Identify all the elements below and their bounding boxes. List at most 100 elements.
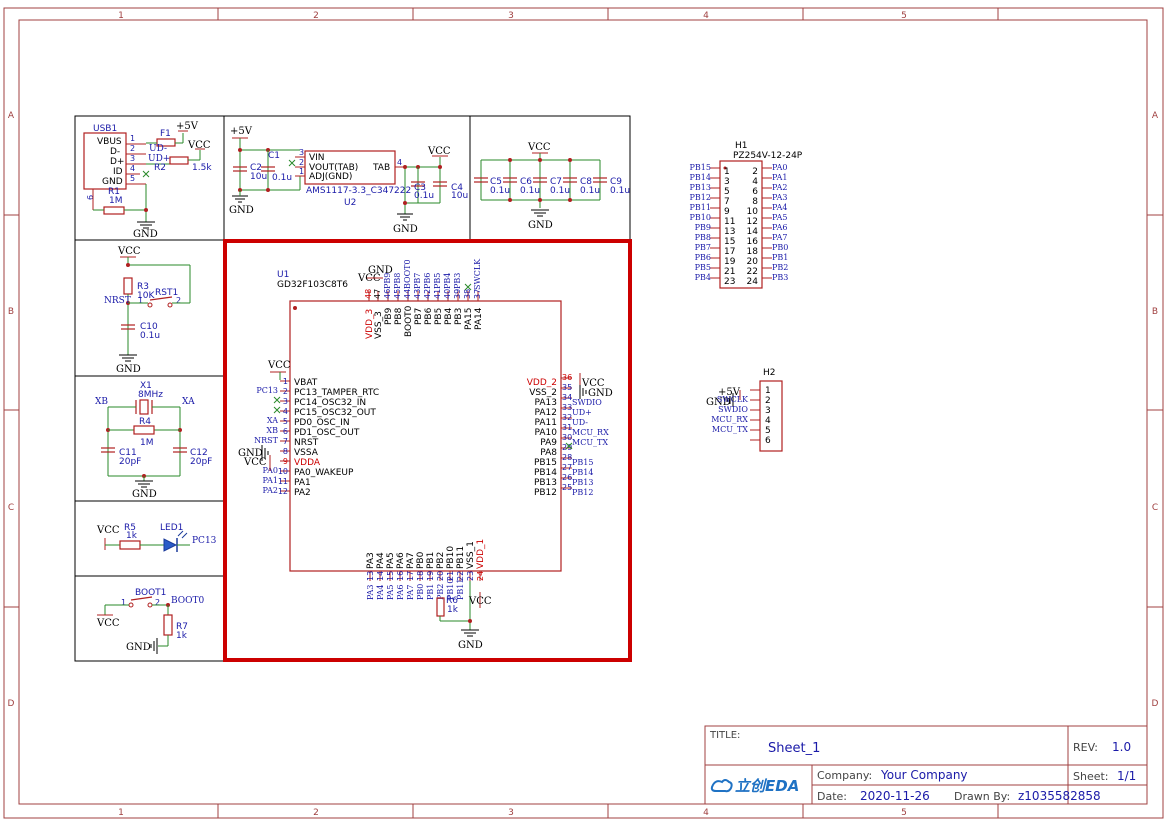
cap-value: 0.1u <box>520 186 540 196</box>
pin-net: PA3 <box>366 584 375 600</box>
r7-value: 1k <box>176 631 188 641</box>
cap-c8: C8 0.1u <box>563 160 600 200</box>
h1-left-net: PB5 <box>695 263 711 272</box>
vcc-label: VCC <box>96 525 120 536</box>
pin-net: PB1 <box>426 584 435 600</box>
gnd-label: GND <box>528 220 553 231</box>
pin-name: PB7 <box>414 308 424 325</box>
pin-name: VSS_1 <box>466 541 476 569</box>
u2-pin-num: 3 <box>299 148 304 157</box>
switch-pin-num: 2 <box>176 296 181 305</box>
h1-right-net: PB0 <box>772 243 788 252</box>
cap-c7: C7 0.1u <box>533 160 570 200</box>
pin-name: PB6 <box>424 307 434 325</box>
usb-ref: USB1 <box>93 124 117 134</box>
pin-num: 28 <box>562 453 572 462</box>
boot0-label: BOOT0 <box>171 596 205 606</box>
crystal-section: X1 8MHz XB XA R4 1M C11 20pF C12 20pF GN… <box>95 381 212 500</box>
h1-left-net: PB13 <box>690 183 711 192</box>
pin-name: PB14 <box>534 468 557 478</box>
h2-pin-num: 4 <box>765 416 771 426</box>
pin-name: PB2 <box>436 552 446 569</box>
h2-ref: H2 <box>763 368 776 378</box>
usb-pin-name: VBUS <box>97 137 122 147</box>
pin-name: NRST <box>294 438 319 448</box>
c1-ref: C1 <box>268 151 280 161</box>
pin-name: PA15 <box>464 308 474 330</box>
pin-net: MCU_TX <box>572 438 608 447</box>
h1-right-net: PA7 <box>772 233 788 242</box>
u2-pin-name: VOUT(TAB) <box>309 163 358 173</box>
pin-num: 10 <box>278 467 288 476</box>
frame-col-label: 3 <box>508 11 514 21</box>
company-label: Company: <box>817 769 872 782</box>
date-label: Date: <box>817 790 847 803</box>
gnd-label: GND <box>229 205 254 216</box>
mcu-pin: 37 SWCLK PA14 <box>473 258 484 330</box>
x1-freq: 8MHz <box>138 390 163 400</box>
mcu-section-highlight <box>223 239 632 662</box>
h1-right-num: 18 <box>747 247 759 257</box>
gnd-label: GND <box>458 640 483 651</box>
pin-name: PC14_OSC32_IN <box>294 398 366 408</box>
h1-left-net: PB11 <box>690 203 711 212</box>
boot-switch-ref: BOOT1 <box>135 588 166 598</box>
h1-left-num: 17 <box>724 247 735 257</box>
h1-left-num: 3 <box>724 177 730 187</box>
pin-name: PB0 <box>416 551 426 569</box>
pin-name: PA4 <box>376 552 386 569</box>
pin-num: 23 <box>466 571 475 581</box>
plus5v-label: +5V <box>176 121 199 132</box>
pin-net: SWDIO <box>572 398 602 407</box>
gnd-label: GND <box>132 489 157 500</box>
net-label: UD+ <box>148 154 170 164</box>
gnd-label: GND <box>588 388 613 399</box>
h1-right-num: 16 <box>747 237 759 247</box>
usb-pin-num: 3 <box>130 154 135 163</box>
h2-pin-row: 6 <box>750 436 771 446</box>
plus5v-label: +5V <box>718 387 741 398</box>
frame-row-label: B <box>1152 307 1158 317</box>
pin-net: NRST <box>254 436 279 445</box>
drawing-frame: 1 2 3 4 5 1 2 3 4 5 A B C D A B C D <box>3 7 1164 819</box>
gnd-label: GND <box>116 364 141 375</box>
mcu-pin: 45 PB8 PB8 <box>393 273 404 325</box>
h2-pin-row: 5 MCU_TX <box>712 425 771 436</box>
h1-left-num: 9 <box>724 207 730 217</box>
h2-pin-net: MCU_TX <box>712 425 748 434</box>
rst-switch-ref: RST1 <box>155 288 178 298</box>
pin-num: 1 <box>283 377 288 386</box>
pin-num: 20 <box>436 571 445 581</box>
mcu-pin: 42 PB6 PB6 <box>423 273 434 325</box>
h1-right-num: 14 <box>747 227 759 237</box>
u2-pin-name: TAB <box>372 163 390 173</box>
h1-right-num: 12 <box>747 217 758 227</box>
c4-value: 10u <box>451 191 468 201</box>
h2-pin-num: 5 <box>765 426 771 436</box>
usb-pin-num: 5 <box>130 174 135 183</box>
pin-num: 22 <box>456 571 465 581</box>
frame-row-label: D <box>8 699 15 709</box>
title-label: TITLE: <box>709 730 740 741</box>
xa-label: XA <box>182 397 195 407</box>
u2-pin-name: VIN <box>309 153 325 163</box>
gnd-label: GND <box>133 229 158 240</box>
pin-num: 8 <box>283 447 288 456</box>
h2-pin-num: 1 <box>765 386 771 396</box>
pin-num: 32 <box>562 413 572 422</box>
usb-pin-num: 4 <box>130 164 135 173</box>
